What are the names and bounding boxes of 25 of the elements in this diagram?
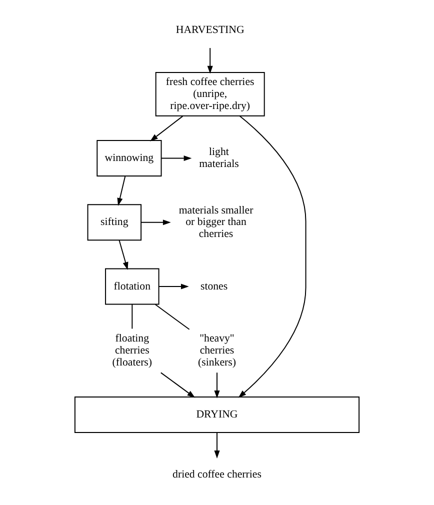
connector <box>132 304 133 330</box>
arrow <box>150 116 184 142</box>
node-text: materials smaller or bigger than cherries <box>178 204 254 240</box>
node-box: flotation <box>105 268 160 305</box>
node-box: fresh coffee cherries (unripe, ripe.over-ripe.dry) <box>155 72 265 116</box>
node-text: HARVESTING <box>176 24 244 36</box>
arrow <box>117 176 126 206</box>
node-text: "heavy" cherries (sinkers) <box>198 332 236 368</box>
node-text: light materials <box>199 146 239 170</box>
arrow <box>158 284 189 290</box>
arrow <box>160 156 192 162</box>
node-box: sifting <box>87 204 142 241</box>
arrow <box>214 372 220 398</box>
node-box: DRYING <box>74 396 360 434</box>
connector <box>154 304 190 330</box>
arrow <box>207 48 213 74</box>
node-box: winnowing <box>96 140 162 177</box>
arrow <box>118 240 128 270</box>
arrow <box>140 220 171 226</box>
arrow <box>214 432 220 458</box>
arrow <box>160 372 196 398</box>
arrow <box>238 115 306 398</box>
node-text: floating cherries (floaters) <box>112 332 152 368</box>
node-text: dried coffee cherries <box>172 468 262 481</box>
node-text: stones <box>200 280 228 292</box>
